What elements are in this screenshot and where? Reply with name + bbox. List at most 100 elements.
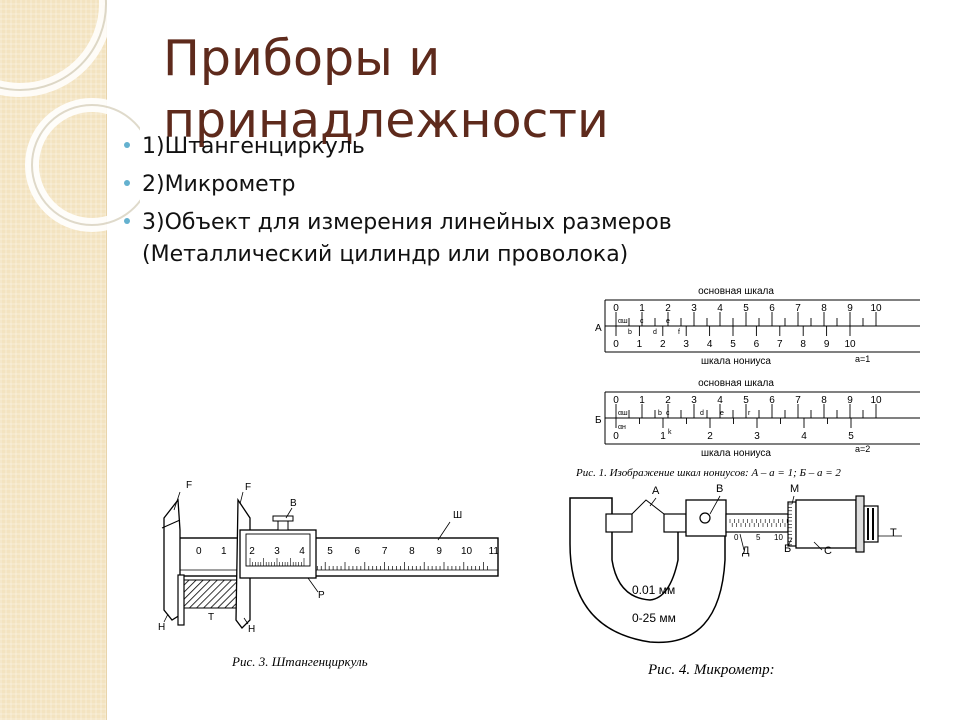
label-d: Д xyxy=(742,545,750,557)
scale-mark: k xyxy=(668,429,672,436)
scale-number: 3 xyxy=(691,303,697,314)
scale-number: 1 xyxy=(637,339,643,350)
scale-mark: b xyxy=(628,329,632,336)
scale-number: 0 xyxy=(613,431,619,442)
label-t: Т xyxy=(890,527,897,539)
scale-number: 1 xyxy=(639,303,645,314)
scale-number: 2 xyxy=(665,395,671,406)
main-scale-label: основная шкала xyxy=(698,286,774,297)
scale-number: 4 xyxy=(717,395,723,406)
scale-number: 7 xyxy=(795,303,801,314)
scale-number: 3 xyxy=(754,431,760,442)
scale-number: 6 xyxy=(769,303,775,314)
label-h: Н xyxy=(248,624,255,635)
label-b: В xyxy=(716,483,723,495)
scale-number: 3 xyxy=(274,546,280,557)
scale-number: 0 xyxy=(196,546,202,557)
scale-mark: αн xyxy=(618,424,626,431)
scale-number: 10 xyxy=(870,303,882,314)
scale-number: 9 xyxy=(847,303,853,314)
scale-mark: r xyxy=(748,410,751,417)
figure-caption: Рис. 1. Изображение шкал нониусов: А – а… xyxy=(575,467,841,479)
scale-mark: d xyxy=(700,410,704,417)
scale-mark: c xyxy=(640,318,644,325)
figure-micrometer: 0 5 10 А В М Т Д Б С 0.01 мм 0-25 мм Рис… xyxy=(569,483,902,678)
label-b: B xyxy=(290,498,297,509)
scale-number: 5 xyxy=(327,546,333,557)
scale-number: 5 xyxy=(756,533,761,542)
scale-number: 3 xyxy=(691,395,697,406)
label-c: С xyxy=(824,545,832,557)
main-scale-label: основная шкала xyxy=(698,378,774,389)
scale-number: 8 xyxy=(409,546,415,557)
vernier-scale-label: шкала нониуса xyxy=(701,356,771,367)
scale-number: 4 xyxy=(299,546,305,557)
scale-number: 8 xyxy=(821,395,827,406)
label-f: F xyxy=(245,482,251,493)
scale-number: 5 xyxy=(743,303,749,314)
scale-number: 11 xyxy=(489,546,500,557)
scale-mark: f xyxy=(678,329,680,336)
scale-number: 4 xyxy=(801,431,807,442)
label-p: P xyxy=(318,590,325,601)
scale-number: 1 xyxy=(639,395,645,406)
scale-number: 5 xyxy=(848,431,854,442)
bullet-item: 2)Микрометр xyxy=(122,169,822,201)
decorative-circles xyxy=(0,0,140,232)
figure-caption: Рис. 4. Микрометр: xyxy=(647,662,775,678)
figure-caption: Рис. 3. Штангенциркуль xyxy=(231,654,368,669)
scale-number: 6 xyxy=(355,546,361,557)
scale-mark: e xyxy=(720,410,724,417)
label-m: М xyxy=(790,483,799,495)
scale-number: 3 xyxy=(683,339,689,350)
scale-number: 2 xyxy=(660,339,666,350)
scale-number: 1 xyxy=(221,546,227,557)
label-a: А xyxy=(652,485,660,497)
label-bb: Б xyxy=(784,543,791,555)
bullet-item: 3)Объект для измерения линейных размеров… xyxy=(122,207,822,271)
scale-number: 8 xyxy=(800,339,806,350)
scale-number: 6 xyxy=(754,339,760,350)
scale-number: 0 xyxy=(613,395,619,406)
a-value: a=2 xyxy=(855,444,870,454)
scale-number: 0 xyxy=(613,339,619,350)
a-value: a=1 xyxy=(855,354,870,364)
range-label: 0-25 мм xyxy=(632,611,676,625)
scale-number: 6 xyxy=(769,395,775,406)
bullet-item: 1)Штангенциркуль xyxy=(122,131,822,163)
scale-number: 10 xyxy=(774,533,783,542)
panel-letter: А xyxy=(595,323,602,334)
slide-title: Приборы и принадлежности xyxy=(163,30,609,149)
figure-caliper: 5 6 7 8 9 10 11 2 3 4 0 1 F F B Ш T P Н Н Рис. 3… xyxy=(158,480,500,669)
scale-number: 10 xyxy=(870,395,882,406)
label-t: T xyxy=(208,612,214,623)
vernier-scale-label: шкала нониуса xyxy=(701,448,771,459)
scale-number: 7 xyxy=(795,395,801,406)
panel-letter: Б xyxy=(595,415,602,426)
scale-number: 7 xyxy=(382,546,388,557)
scale-number: 2 xyxy=(249,546,255,557)
scale-mark: αш xyxy=(618,318,628,325)
label-h: Н xyxy=(158,622,165,633)
scale-number: 10 xyxy=(844,339,856,350)
scale-mark: αш xyxy=(618,410,628,417)
scale-number: 10 xyxy=(461,546,473,557)
scale-number: 8 xyxy=(821,303,827,314)
scale-number: 5 xyxy=(730,339,736,350)
scale-number: 0 xyxy=(613,303,619,314)
precision-label: 0.01 мм xyxy=(632,583,675,597)
scale-number: 1 xyxy=(660,431,666,442)
scale-number: 4 xyxy=(717,303,723,314)
label-f: F xyxy=(186,480,192,491)
label-sh: Ш xyxy=(453,510,462,521)
scale-mark: c xyxy=(666,410,670,417)
bullet-list: 1)Штангенциркуль 2)Микрометр 3)Объект дл… xyxy=(122,131,822,277)
scale-mark: d xyxy=(653,329,657,336)
scale-number: 4 xyxy=(707,339,713,350)
scale-number: 9 xyxy=(824,339,830,350)
scale-number: 9 xyxy=(847,395,853,406)
scale-number: 9 xyxy=(436,546,442,557)
scale-number: 5 xyxy=(743,395,749,406)
scale-number: 2 xyxy=(707,431,713,442)
